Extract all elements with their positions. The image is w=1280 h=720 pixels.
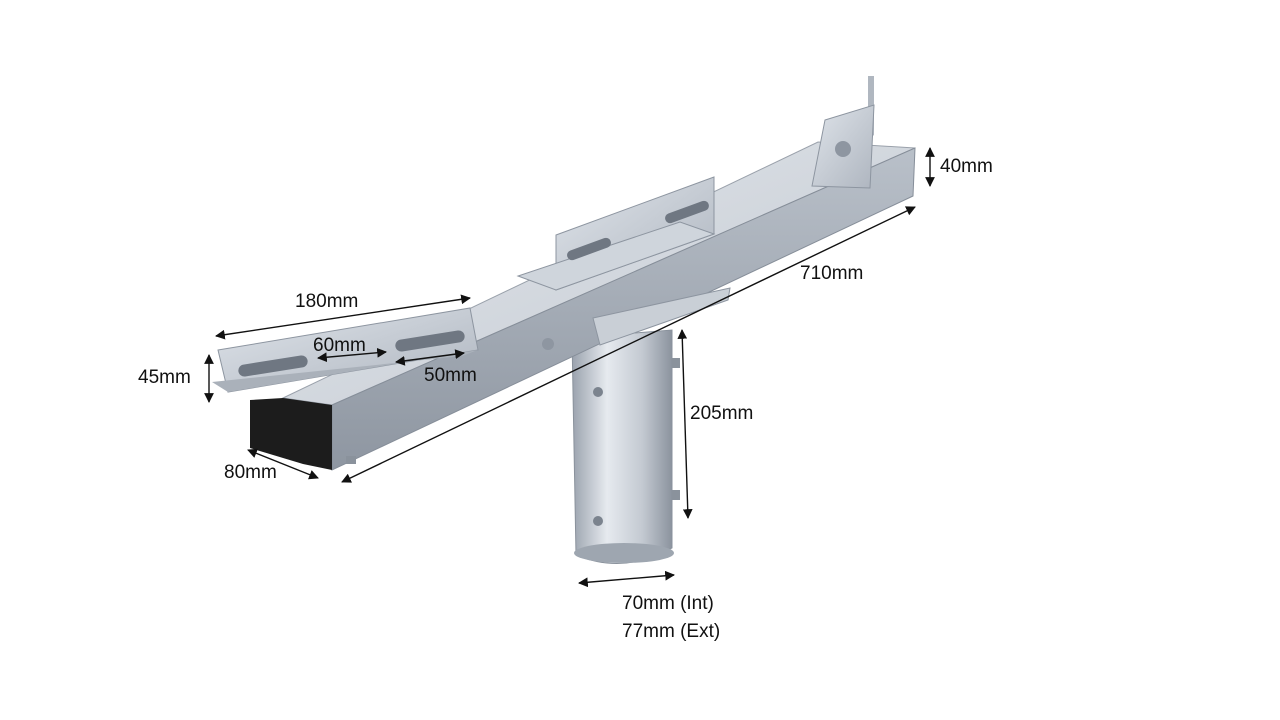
side-plate-bolt [542, 338, 554, 350]
tube-bolt [672, 490, 680, 500]
label-50mm: 50mm [424, 365, 477, 386]
arrow-tube-diameter [578, 570, 675, 588]
label-710mm: 710mm [800, 263, 864, 284]
tube-bolt [593, 387, 603, 397]
end-angle-plate [811, 76, 875, 189]
label-80mm: 80mm [224, 462, 277, 483]
label-180mm: 180mm [295, 291, 359, 312]
tube-bolt [672, 358, 680, 368]
mounting-tube [571, 329, 680, 564]
label-205mm: 205mm [690, 403, 754, 424]
label-40mm: 40mm [940, 156, 993, 177]
dimension-arrows [204, 147, 935, 588]
arrow-50mm [395, 349, 465, 366]
tube-bolt [593, 516, 603, 526]
label-tube-internal: 70mm (Int) [622, 593, 714, 614]
arrow-80mm [247, 448, 319, 480]
plate-slot [238, 355, 308, 377]
label-tube-external: 77mm (Ext) [622, 621, 721, 642]
end-plate-bolt [835, 141, 851, 157]
arrow-60mm [317, 347, 387, 363]
label-45mm: 45mm [138, 367, 191, 388]
arrow-180mm [215, 294, 471, 340]
label-60mm: 60mm [313, 335, 366, 356]
arrow-205mm [677, 329, 693, 519]
arrow-710mm [341, 206, 916, 483]
